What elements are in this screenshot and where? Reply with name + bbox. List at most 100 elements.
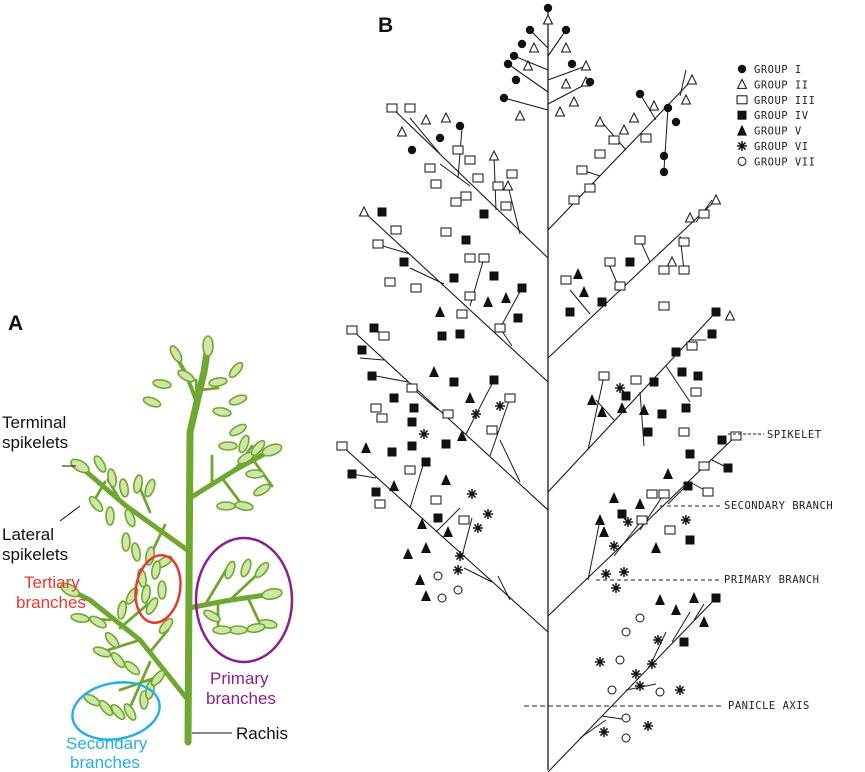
panel-a-illustration: Terminal spikelets Lateral spikelets Ter…	[2, 335, 294, 772]
secondary-branch-line	[507, 185, 521, 235]
spikelet	[98, 699, 114, 717]
spikelet	[169, 345, 183, 363]
legend-item: GROUP III	[736, 95, 815, 107]
group-ii-open-triangle	[554, 105, 566, 117]
group-iii-open-square	[686, 341, 698, 351]
spikelet	[216, 501, 236, 511]
spikelet	[212, 625, 232, 635]
group-ii-open-triangle	[488, 149, 500, 161]
group-vi-asterisk	[455, 551, 465, 561]
group-vi-asterisk	[601, 569, 611, 579]
secondary-branch	[148, 628, 170, 654]
group-iv-filled-square	[489, 271, 499, 281]
spikelet	[208, 376, 228, 388]
spikelet	[250, 439, 266, 457]
legend-label: GROUP VI	[754, 141, 809, 153]
group-vi-asterisk	[631, 669, 641, 679]
group-iii-open-square	[504, 393, 516, 403]
group-iii-open-square	[608, 135, 620, 145]
secondary-branch-line	[667, 485, 687, 505]
group-v-filled-triangle	[609, 492, 619, 503]
group-ii-open-triangle	[528, 41, 540, 53]
secondary-branch	[203, 568, 228, 607]
group-i-filled-circle	[509, 51, 519, 61]
group-i-filled-circle	[567, 59, 577, 69]
group-vii-open-circle	[621, 733, 631, 743]
group-iv-filled-square	[407, 417, 417, 427]
group-iv-filled-square	[407, 441, 417, 451]
group-iii-open-square	[678, 237, 690, 247]
group-v-filled-triangle	[457, 430, 467, 441]
group-v-filled-triangle	[639, 404, 649, 415]
secondary-branch-line	[613, 519, 643, 557]
group-vi-asterisk	[611, 583, 621, 593]
spikelet	[202, 335, 214, 357]
primary-branch-line	[547, 199, 717, 359]
group-iv-filled-square	[683, 481, 693, 491]
group-iv-filled-square	[371, 487, 381, 497]
group-iii-open-square	[464, 155, 476, 165]
group-v-filled-triangle	[465, 392, 475, 403]
group-iv-filled-square	[369, 323, 379, 333]
group-vii-open-circle	[607, 685, 617, 695]
group-iv-filled-square	[679, 637, 689, 647]
group-iii-open-square	[460, 191, 472, 201]
asterisk-stroke	[595, 657, 605, 667]
group-i-filled-circle	[659, 151, 669, 161]
panel-a-letter: A	[8, 312, 23, 335]
group-iii-open-square	[636, 515, 648, 525]
secondary-branch	[198, 386, 220, 392]
group-vii-open-circle	[621, 713, 631, 723]
group-iii-open-square	[594, 149, 606, 159]
asterisk-stroke	[419, 429, 429, 439]
asterisk-stroke	[653, 635, 663, 645]
legend-item: GROUP II	[736, 78, 808, 91]
group-iii-open-square	[378, 331, 390, 341]
group-i-filled-circle	[543, 3, 553, 13]
highlight-ellipses	[71, 536, 294, 741]
asterisk-stroke	[737, 141, 747, 151]
group-iv-filled-square	[479, 209, 489, 219]
spikelet	[157, 580, 167, 600]
legend-symbol	[737, 124, 747, 136]
group-v-filled-triangle	[429, 366, 439, 377]
group-i-filled-circle	[407, 145, 417, 155]
primary-branch-line	[547, 65, 587, 81]
spikelet	[234, 500, 254, 512]
group-iv-filled-square	[737, 110, 747, 120]
secondary-branch-line	[595, 399, 615, 421]
primary-branch-line	[507, 63, 549, 93]
group-iii-open-square	[584, 183, 596, 193]
group-vi-asterisk	[419, 429, 429, 439]
group-i-filled-circle	[499, 93, 509, 103]
secondary-branch	[138, 486, 152, 514]
group-iii-open-square	[374, 499, 386, 509]
legend-item: GROUP V	[737, 124, 801, 138]
secondary-branch-line	[693, 603, 705, 621]
spikelet	[123, 703, 137, 721]
group-vi-asterisk	[609, 541, 619, 551]
group-v-filled-triangle	[597, 406, 607, 417]
group-v-filled-triangle	[421, 590, 431, 601]
legend-symbol	[737, 110, 747, 120]
group-vi-asterisk	[643, 721, 653, 731]
group-vi-asterisk	[595, 657, 605, 667]
legend-item: GROUP I	[737, 64, 801, 76]
group-iii-open-square	[452, 145, 464, 155]
group-iii-open-square	[576, 165, 588, 175]
secondary-branch-line	[639, 493, 665, 531]
primary-label-2: branches	[206, 689, 276, 708]
spikelet	[158, 617, 174, 635]
group-iv-filled-square	[389, 393, 399, 403]
secondary-branch-line	[639, 391, 645, 447]
group-iv-filled-square	[685, 535, 695, 545]
group-vi-asterisk	[473, 523, 483, 533]
group-iii-open-square	[386, 103, 398, 113]
group-iv-filled-square	[377, 207, 387, 217]
panicle-axis-callout-label: PANICLE AXIS	[728, 700, 810, 712]
asterisk-stroke	[483, 509, 493, 519]
panel-b-letter: B	[378, 14, 393, 37]
spikelet	[104, 631, 120, 649]
primary-branch-line	[547, 29, 567, 57]
asterisk-stroke	[455, 551, 465, 561]
